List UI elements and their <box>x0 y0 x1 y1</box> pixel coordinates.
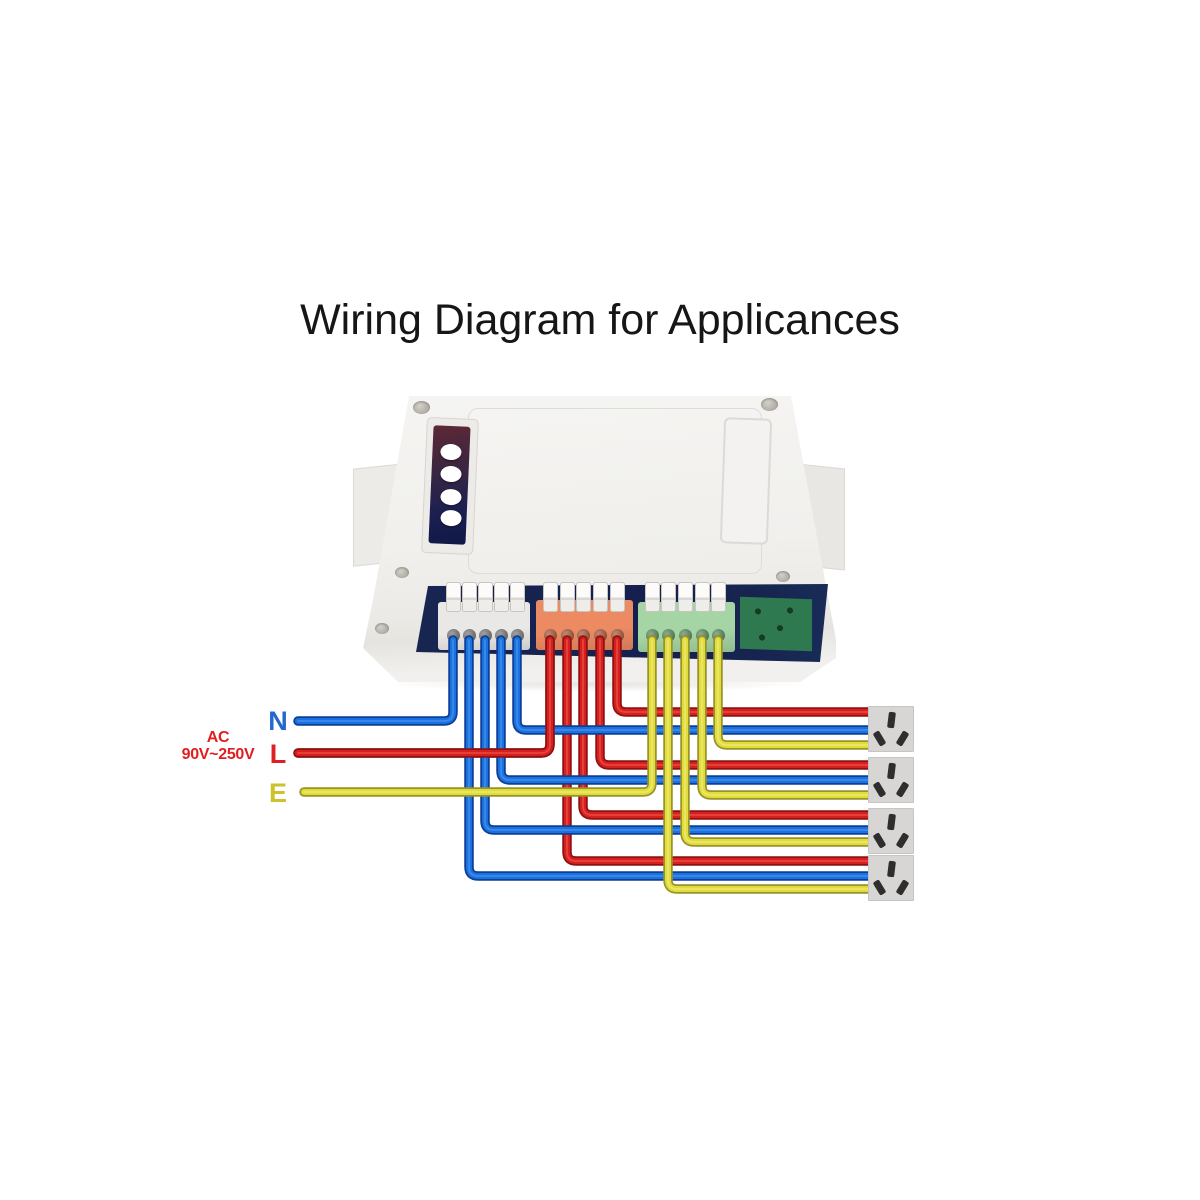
blue-wire-outlet-2-highlight <box>500 639 873 781</box>
socket-neutral-slot-icon <box>895 832 910 849</box>
screw-hole-icon <box>413 401 430 414</box>
live-bus-wire <box>295 637 553 756</box>
terminal-clamp <box>645 582 660 612</box>
red-wire-outlet-1-highlight <box>616 639 873 713</box>
terminal-clamp <box>446 582 461 612</box>
blue-wire-outlet-1-highlight <box>516 639 873 731</box>
screw-hole-icon <box>395 567 409 578</box>
ac-rating-line1: AC <box>206 729 230 746</box>
diagram-title: Wiring Diagram for Applicances <box>300 296 900 344</box>
terminal-clamp <box>593 582 608 612</box>
power-outlet-3 <box>868 808 914 854</box>
terminal-clamp <box>678 582 693 612</box>
terminal-clamp <box>510 582 525 612</box>
screw-hole-icon <box>375 623 389 634</box>
terminal-clamp <box>661 582 676 612</box>
live-bus-wire-overpass-outline <box>293 635 555 758</box>
yellow-wire-outlet-1-highlight <box>717 639 873 746</box>
socket-live-slot-icon <box>872 879 887 896</box>
ac-rating-line2: 90V~250V <box>181 746 255 763</box>
terminal-clamp <box>478 582 493 612</box>
red-wire-outlet-4-highlight <box>566 639 873 862</box>
socket-neutral-slot-icon <box>895 879 910 896</box>
terminal-clamp <box>711 582 726 612</box>
socket-earth-slot-icon <box>887 762 896 780</box>
yellow-wire-outlet-4-highlight <box>667 639 873 890</box>
socket-live-slot-icon <box>872 832 887 849</box>
terminal-clamp <box>494 582 509 612</box>
blue-wire-outlet-3-highlight <box>484 639 873 831</box>
yellow-wire-outlet-2-outline <box>697 635 877 800</box>
terminal-clamp <box>610 582 625 612</box>
ac-voltage-rating: AC 90V~250V <box>168 729 268 764</box>
live-bus-wire-overpass <box>295 637 553 756</box>
live-bus-wire-overpass-highlight <box>297 639 551 754</box>
yellow-wire-outlet-2 <box>699 637 875 798</box>
blue-wire-outlet-4-highlight <box>468 639 873 877</box>
blue-wire-outlet-3 <box>482 637 875 833</box>
power-outlet-4 <box>868 855 914 901</box>
neutral-bus-wire-highlight <box>297 639 454 722</box>
neutral-bus-wire <box>295 637 456 724</box>
terminal-clamp <box>576 582 591 612</box>
power-outlet-2 <box>868 757 914 803</box>
live-label: L <box>269 739 287 769</box>
socket-neutral-slot-icon <box>895 781 910 798</box>
socket-earth-slot-icon <box>887 860 896 878</box>
red-wire-outlet-3-highlight <box>582 639 873 816</box>
earth-label: E <box>268 778 287 808</box>
screw-hole-icon <box>776 571 790 582</box>
blue-wire-outlet-3-outline <box>480 635 877 835</box>
power-outlet-1 <box>868 706 914 752</box>
live-bus-wire-highlight <box>297 639 551 754</box>
red-wire-outlet-2-highlight <box>599 639 873 766</box>
socket-live-slot-icon <box>872 730 887 747</box>
yellow-wire-outlet-2-highlight <box>701 639 873 796</box>
socket-earth-slot-icon <box>887 711 896 729</box>
screw-hole-icon <box>761 398 778 411</box>
socket-live-slot-icon <box>872 781 887 798</box>
neutral-bus-wire-outline <box>293 635 458 726</box>
live-bus-wire-outline <box>293 635 555 758</box>
earth-bus-wire-highlight <box>303 639 653 793</box>
socket-earth-slot-icon <box>887 813 896 831</box>
terminal-clamp <box>695 582 710 612</box>
terminal-clamp <box>560 582 575 612</box>
terminal-clamp <box>462 582 477 612</box>
yellow-wire-outlet-3-highlight <box>684 639 873 843</box>
terminal-clamp <box>543 582 558 612</box>
socket-neutral-slot-icon <box>895 730 910 747</box>
neutral-label: N <box>268 706 288 736</box>
